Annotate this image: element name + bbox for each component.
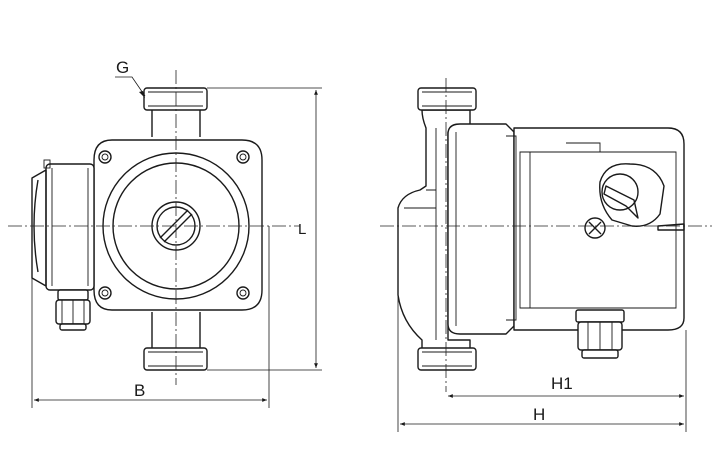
- dimension-width: B: [31, 226, 270, 408]
- dimension-total-height: H: [400, 405, 684, 426]
- cable-gland: [55, 289, 91, 331]
- front-view: G L B: [8, 58, 322, 408]
- dimension-motor-height: H1: [448, 374, 684, 398]
- side-cable-gland: [575, 309, 625, 359]
- side-top-nut: [417, 87, 477, 111]
- vent-screw: [584, 217, 606, 239]
- flange-bolts: [98, 150, 250, 300]
- label-h: H: [533, 405, 545, 424]
- terminal-box: [31, 159, 95, 291]
- side-bottom-nut: [417, 347, 477, 371]
- label-l: L: [298, 221, 306, 238]
- label-b: B: [134, 381, 145, 400]
- bottom-inlet-pipe: [143, 312, 208, 371]
- speed-selector-dial: [599, 163, 665, 227]
- label-g: G: [116, 58, 129, 77]
- label-h1: H1: [551, 374, 573, 393]
- side-view: H1 H: [380, 78, 712, 432]
- thread-callout: G: [115, 58, 146, 98]
- top-outlet-pipe: [143, 87, 208, 137]
- motor-flange: [447, 123, 515, 335]
- dimension-length: L: [207, 87, 322, 371]
